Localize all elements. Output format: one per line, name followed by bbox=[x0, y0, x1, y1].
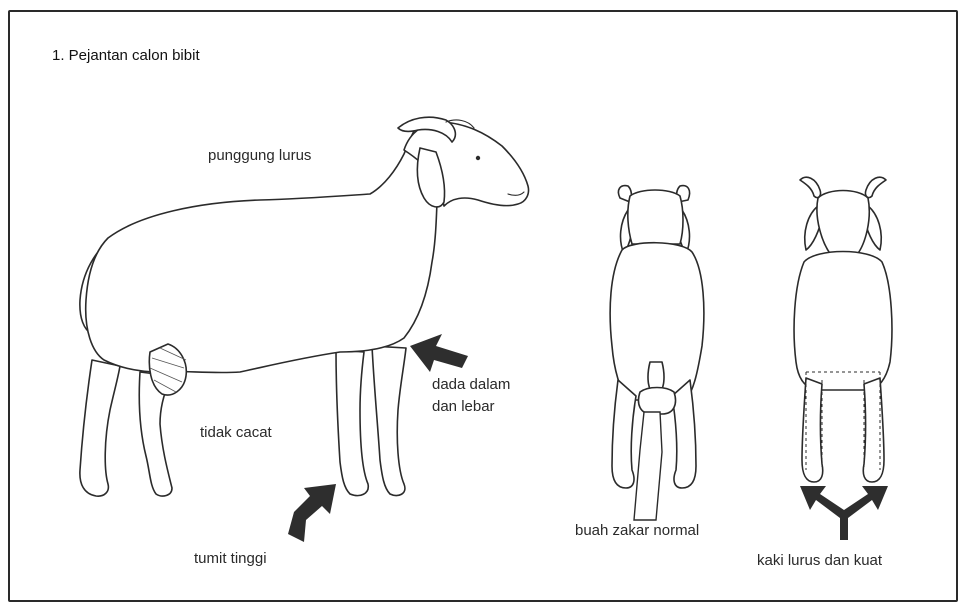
goat-front-leg-left bbox=[336, 350, 368, 496]
label-high-heel: tumit tinggi bbox=[194, 549, 267, 569]
chest-arrow bbox=[410, 334, 468, 372]
goat-hind-leg-left bbox=[80, 360, 120, 496]
legs-arrow bbox=[800, 486, 888, 540]
label-chest-line2: dan lebar bbox=[432, 396, 510, 418]
heel-arrow bbox=[288, 484, 336, 542]
label-deep-wide-chest: dada dalam dan lebar bbox=[432, 374, 510, 418]
label-normal-testis: buah zakar normal bbox=[575, 521, 699, 541]
label-straight-strong-legs: kaki lurus dan kuat bbox=[757, 551, 882, 571]
front-leg-left bbox=[802, 378, 823, 482]
rear-scrotum bbox=[639, 388, 676, 415]
front-head bbox=[817, 191, 869, 257]
label-no-defect: tidak cacat bbox=[200, 423, 272, 443]
front-leg-right bbox=[863, 378, 884, 482]
rear-leg-left bbox=[612, 380, 636, 488]
goat-rear-view bbox=[610, 186, 704, 520]
label-chest-line1: dada dalam bbox=[432, 374, 510, 396]
goat-front-view bbox=[794, 177, 892, 482]
label-straight-back: punggung lurus bbox=[208, 146, 311, 166]
diagram-title: 1. Pejantan calon bibit bbox=[52, 46, 200, 66]
goat-side-view bbox=[80, 117, 529, 496]
front-horn-left bbox=[800, 177, 821, 197]
goat-front-leg-right bbox=[372, 346, 406, 496]
testis-arrow bbox=[634, 412, 662, 520]
rear-head bbox=[628, 190, 683, 244]
front-horn-right bbox=[865, 177, 886, 197]
front-body bbox=[794, 252, 892, 391]
goat-eye bbox=[476, 156, 480, 160]
